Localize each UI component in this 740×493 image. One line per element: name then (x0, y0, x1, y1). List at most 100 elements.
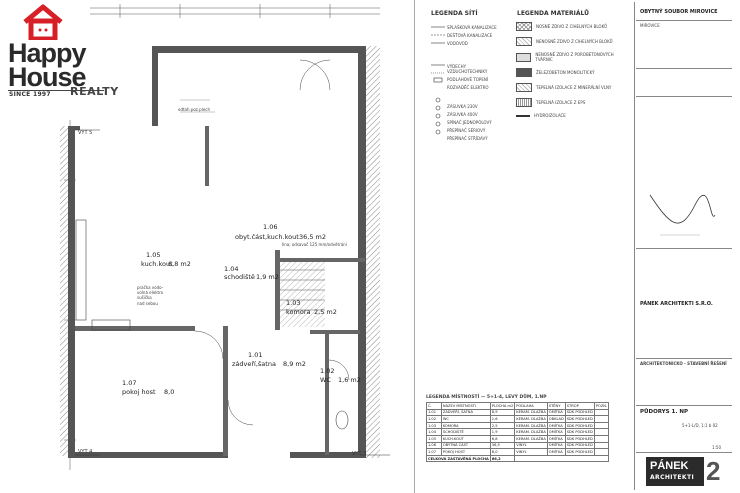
cell: KERAM. DLAŽBA (514, 408, 548, 417)
room-1-02-name: WC (320, 376, 331, 384)
legend-material-label: TEPELNÁ IZOLACE Z MINERÁLNÍ VLNY (536, 85, 612, 90)
cell: 1.04 (426, 428, 442, 436)
room-1-07-id: 1.07 (122, 379, 137, 387)
room-table-header: Č. NÁZEV MÍSTNOSTI PLOCHA m2 PODLAHA STĚ… (426, 402, 610, 410)
tb-drawing: PŮDORYS 1. NP (640, 409, 688, 415)
room-1-06-id: 1.06 (263, 223, 278, 231)
room-1-04-area: 1,9 m2 (256, 273, 279, 281)
legend-site-item: SPÍNAČ JEDNOPÓLOVÝ (447, 120, 492, 125)
cell: ZÁDVEŘÍ, ŠATNA (440, 408, 491, 417)
room-1-05-name: kuch.kout (141, 260, 173, 268)
legend-site-item: PŘEPÍNAČ SÉRIOVÝ (447, 128, 486, 133)
tb-scale: 1:50 (712, 445, 721, 450)
kitchen-note: pračka vodo- volná elektro sušička nad s… (137, 285, 164, 306)
material-swatch (516, 114, 530, 117)
legend-site-item: ZÁSUVKA 230V (447, 104, 478, 109)
cell: 1.05 (426, 434, 442, 443)
material-swatch (516, 22, 532, 31)
room-table-grid: Č. NÁZEV MÍSTNOSTI PLOCHA m2 PODLAHA STĚ… (426, 402, 610, 463)
cell: SDK PODHLED (564, 448, 595, 456)
room-1-01-id: 1.01 (248, 351, 263, 359)
room-1-03-area: 2,5 m2 (314, 308, 337, 316)
room-table: LEGENDA MÍSTNOSTÍ — 5+1-4, LEVÝ DŮM, 1.N… (426, 395, 626, 463)
material-swatch (516, 98, 532, 107)
room-1-04-name: schodiště (224, 273, 255, 281)
logo-since: SINCE 1997 (9, 91, 51, 98)
cell: OMÍTKA (546, 441, 566, 450)
legend-site-symbols (431, 26, 445, 135)
tb-divider (636, 248, 732, 249)
logo-divider (8, 90, 104, 91)
legend-material-label: ŽELEZOBETON MONOLITICKÝ (536, 70, 595, 75)
room-1-02-area: 1,6 m2 (338, 376, 361, 384)
material-swatch (516, 37, 532, 46)
cell: KUCH.KOUT (440, 434, 491, 443)
cell: OBKLAD (546, 415, 566, 423)
legend-site-item: ZÁSUVKA 400V (447, 112, 478, 117)
cell: KOMORA (440, 421, 491, 430)
tb-divider (636, 96, 732, 97)
cell: 8,0 (489, 448, 516, 456)
room-1-01-name: zádveří,šatna (232, 360, 276, 368)
happy-house-logo-icon (23, 4, 63, 40)
room-1-05-id: 1.05 (146, 251, 161, 259)
th: POZN. (593, 402, 610, 410)
cell: SDK PODHLED (564, 408, 595, 417)
th: STROP (564, 402, 595, 410)
cell: WC (440, 415, 491, 423)
tb-divider (636, 20, 732, 21)
cell (593, 448, 610, 456)
axis-label-3: VYT 3 (352, 451, 367, 457)
room-1-02-id: 1.02 (320, 367, 335, 375)
legend-site-item: PŘEPÍNAČ STŘÍDAVÝ (447, 136, 488, 141)
logo-realty: REALTY (70, 85, 119, 98)
cell: OMÍTKA (546, 448, 566, 456)
th: NÁZEV MÍSTNOSTI (440, 402, 491, 410)
cell: 1.03 (426, 421, 442, 430)
legend-site-item: SPLAŠKOVÁ KANALIZACE (447, 25, 497, 30)
cell (593, 408, 610, 417)
cell: KERAM. DLAŽBA (514, 421, 548, 430)
legend-site-item: VÝDECHY VZDUCHOTECHNIKY (447, 64, 488, 74)
total-value: 66,2 (489, 454, 516, 463)
axis-label-1: VYT 5 (78, 130, 93, 136)
logo-text-house: House (8, 62, 87, 92)
th: PLOCHA m2 (489, 402, 516, 410)
room-1-07-name: pokoj host (122, 388, 156, 396)
cell: KERAM. DLAŽBA (514, 415, 548, 423)
legend-site-item: DEŠŤOVÁ KANALIZACE (447, 33, 493, 38)
legend-site-item: ROZVADĚČ ELEKTRO (447, 85, 489, 90)
cell: 1,6 (489, 415, 516, 423)
cell: OMÍTKA (546, 428, 566, 436)
logo-text-happy: Happy (8, 38, 87, 68)
cell: SDK PODHLED (564, 434, 595, 443)
legend-material-row: TEPELNÁ IZOLACE Z EPS (516, 98, 628, 107)
tb-project: OBYTNÝ SOUBOR MIROVICE (640, 9, 718, 15)
tb-divider (636, 405, 732, 406)
cell (593, 434, 610, 443)
tb-number: 5+1-L/D, 1:1 b 02 (682, 423, 718, 428)
panek-brand-sub: ARCHITEKTI (650, 474, 695, 481)
tb-divider (636, 68, 732, 69)
cell: 2,5 (489, 421, 516, 430)
plan-note: odtah.poz.plech (178, 107, 211, 112)
cell: SDK PODHLED (564, 428, 595, 436)
legend-site-item: PODLAHOVÉ TOPENÍ (447, 77, 489, 82)
room-1-05-area: 6,8 m2 (168, 260, 191, 268)
cell: POKOJ HOST (440, 448, 491, 456)
room-1-07-area: 8,0 (164, 388, 175, 396)
cell: 1.06 (426, 441, 442, 450)
cell: OMÍTKA (546, 421, 566, 430)
legend-site-item: VODOVOD (447, 41, 468, 46)
title-block (634, 2, 735, 490)
cell: KERAM. DLAŽBA (514, 428, 548, 436)
th: STĚNY (546, 402, 566, 410)
cell (593, 421, 610, 430)
tb-place: MIROVICE (640, 23, 660, 28)
legend-material-row: NENOSNÉ ZDIVO Z CIHELNÝCH BLOKŮ (516, 37, 628, 46)
